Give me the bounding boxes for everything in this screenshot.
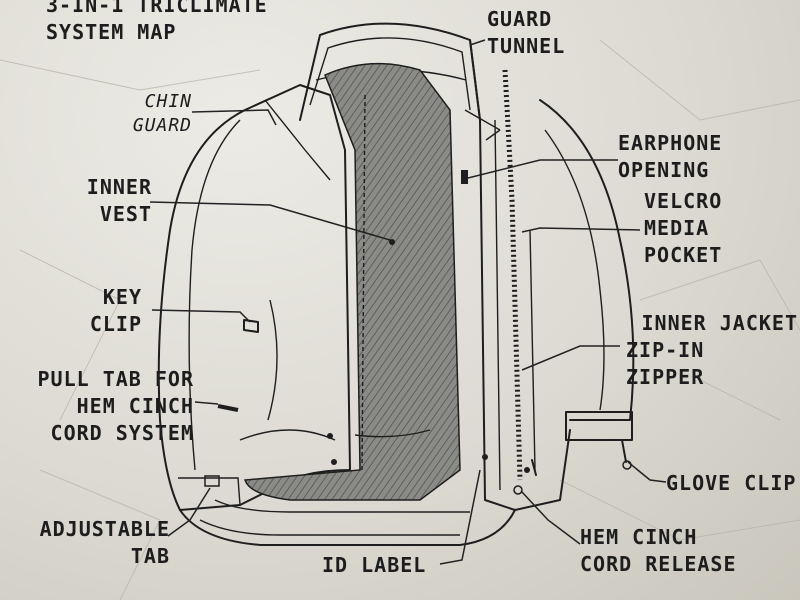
label-id-label: ID LABEL	[322, 553, 427, 577]
label-inner-vest: INNER VEST	[86, 175, 152, 226]
earphone-opening-mark	[461, 170, 468, 184]
jacket-left-sleeve	[157, 109, 246, 511]
jacket-collar	[299, 22, 481, 121]
label-earphone-opening: EARPHONE OPENING	[618, 131, 723, 182]
inner-zipper	[502, 69, 523, 481]
label-chin-guard: CHIN GUARD	[132, 91, 192, 136]
jacket-hem	[179, 509, 516, 546]
label-guard-tunnel: GUARD TUNNEL	[487, 7, 566, 58]
key-clip-mark	[243, 319, 259, 333]
jacket-right-body	[469, 39, 571, 511]
diagram-title: 3-IN-1 TRICLIMATE SYSTEM MAP	[46, 0, 268, 44]
jacket-left-body	[239, 84, 351, 506]
label-adjustable-tab: ADJUSTABLE TAB	[39, 517, 170, 568]
jacket-right-sleeve	[539, 99, 635, 421]
label-hem-cinch-release: HEM CINCH CORD RELEASE	[580, 525, 737, 576]
label-velcro-media-pocket: VELCRO MEDIA POCKET	[644, 189, 723, 267]
leader-lines	[149, 39, 667, 565]
label-inner-jacket-zipper: INNER JACKET ZIP-IN ZIPPER	[626, 311, 798, 389]
label-glove-clip: GLOVE CLIP	[666, 471, 797, 495]
label-pull-tab: PULL TAB FOR HEM CINCH CORD SYSTEM	[37, 367, 194, 445]
pull-tab-mark	[217, 404, 239, 412]
label-key-clip: KEY CLIP	[89, 285, 142, 336]
glove-clip-mark	[621, 439, 627, 463]
inner-vest-shape	[243, 62, 461, 501]
